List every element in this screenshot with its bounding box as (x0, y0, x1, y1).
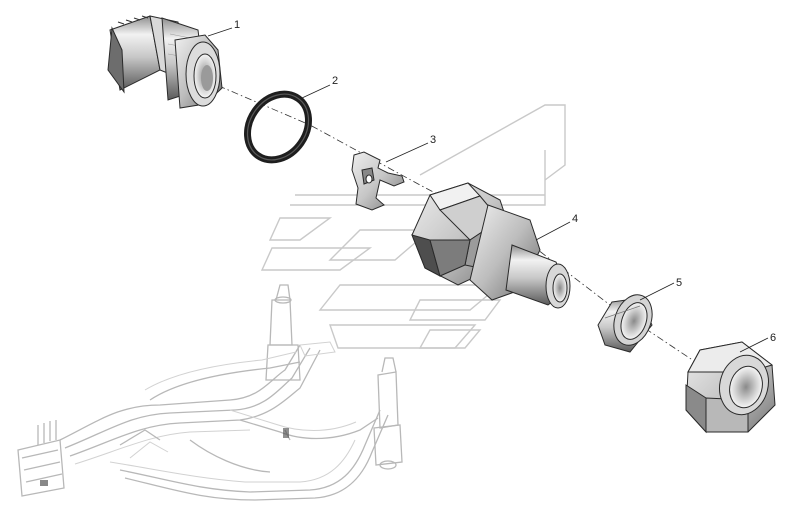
callout-4: 4 (535, 213, 578, 241)
callout-3: 3 (385, 134, 436, 163)
part-4-reducer-fitting (411, 182, 571, 309)
hose-routing (59, 341, 389, 501)
part-1-union-fitting (107, 15, 223, 109)
part-2-o-ring (244, 90, 312, 164)
callout-6: 6 (739, 332, 776, 353)
valve-block (17, 420, 289, 497)
part-3-clip (351, 151, 405, 211)
part-5-sleeve (597, 294, 653, 353)
callout-label-4: 4 (572, 213, 578, 225)
callout-label-3: 3 (430, 134, 436, 146)
background-assembly (17, 104, 566, 501)
callout-label-2: 2 (332, 75, 338, 87)
callout-label-6: 6 (770, 332, 776, 344)
callout-2: 2 (301, 75, 338, 99)
callout-1: 1 (207, 19, 240, 37)
part-6-hex-nut (685, 341, 776, 434)
callout-label-5: 5 (676, 277, 682, 289)
callout-5: 5 (639, 277, 682, 301)
callout-label-1: 1 (234, 19, 240, 31)
